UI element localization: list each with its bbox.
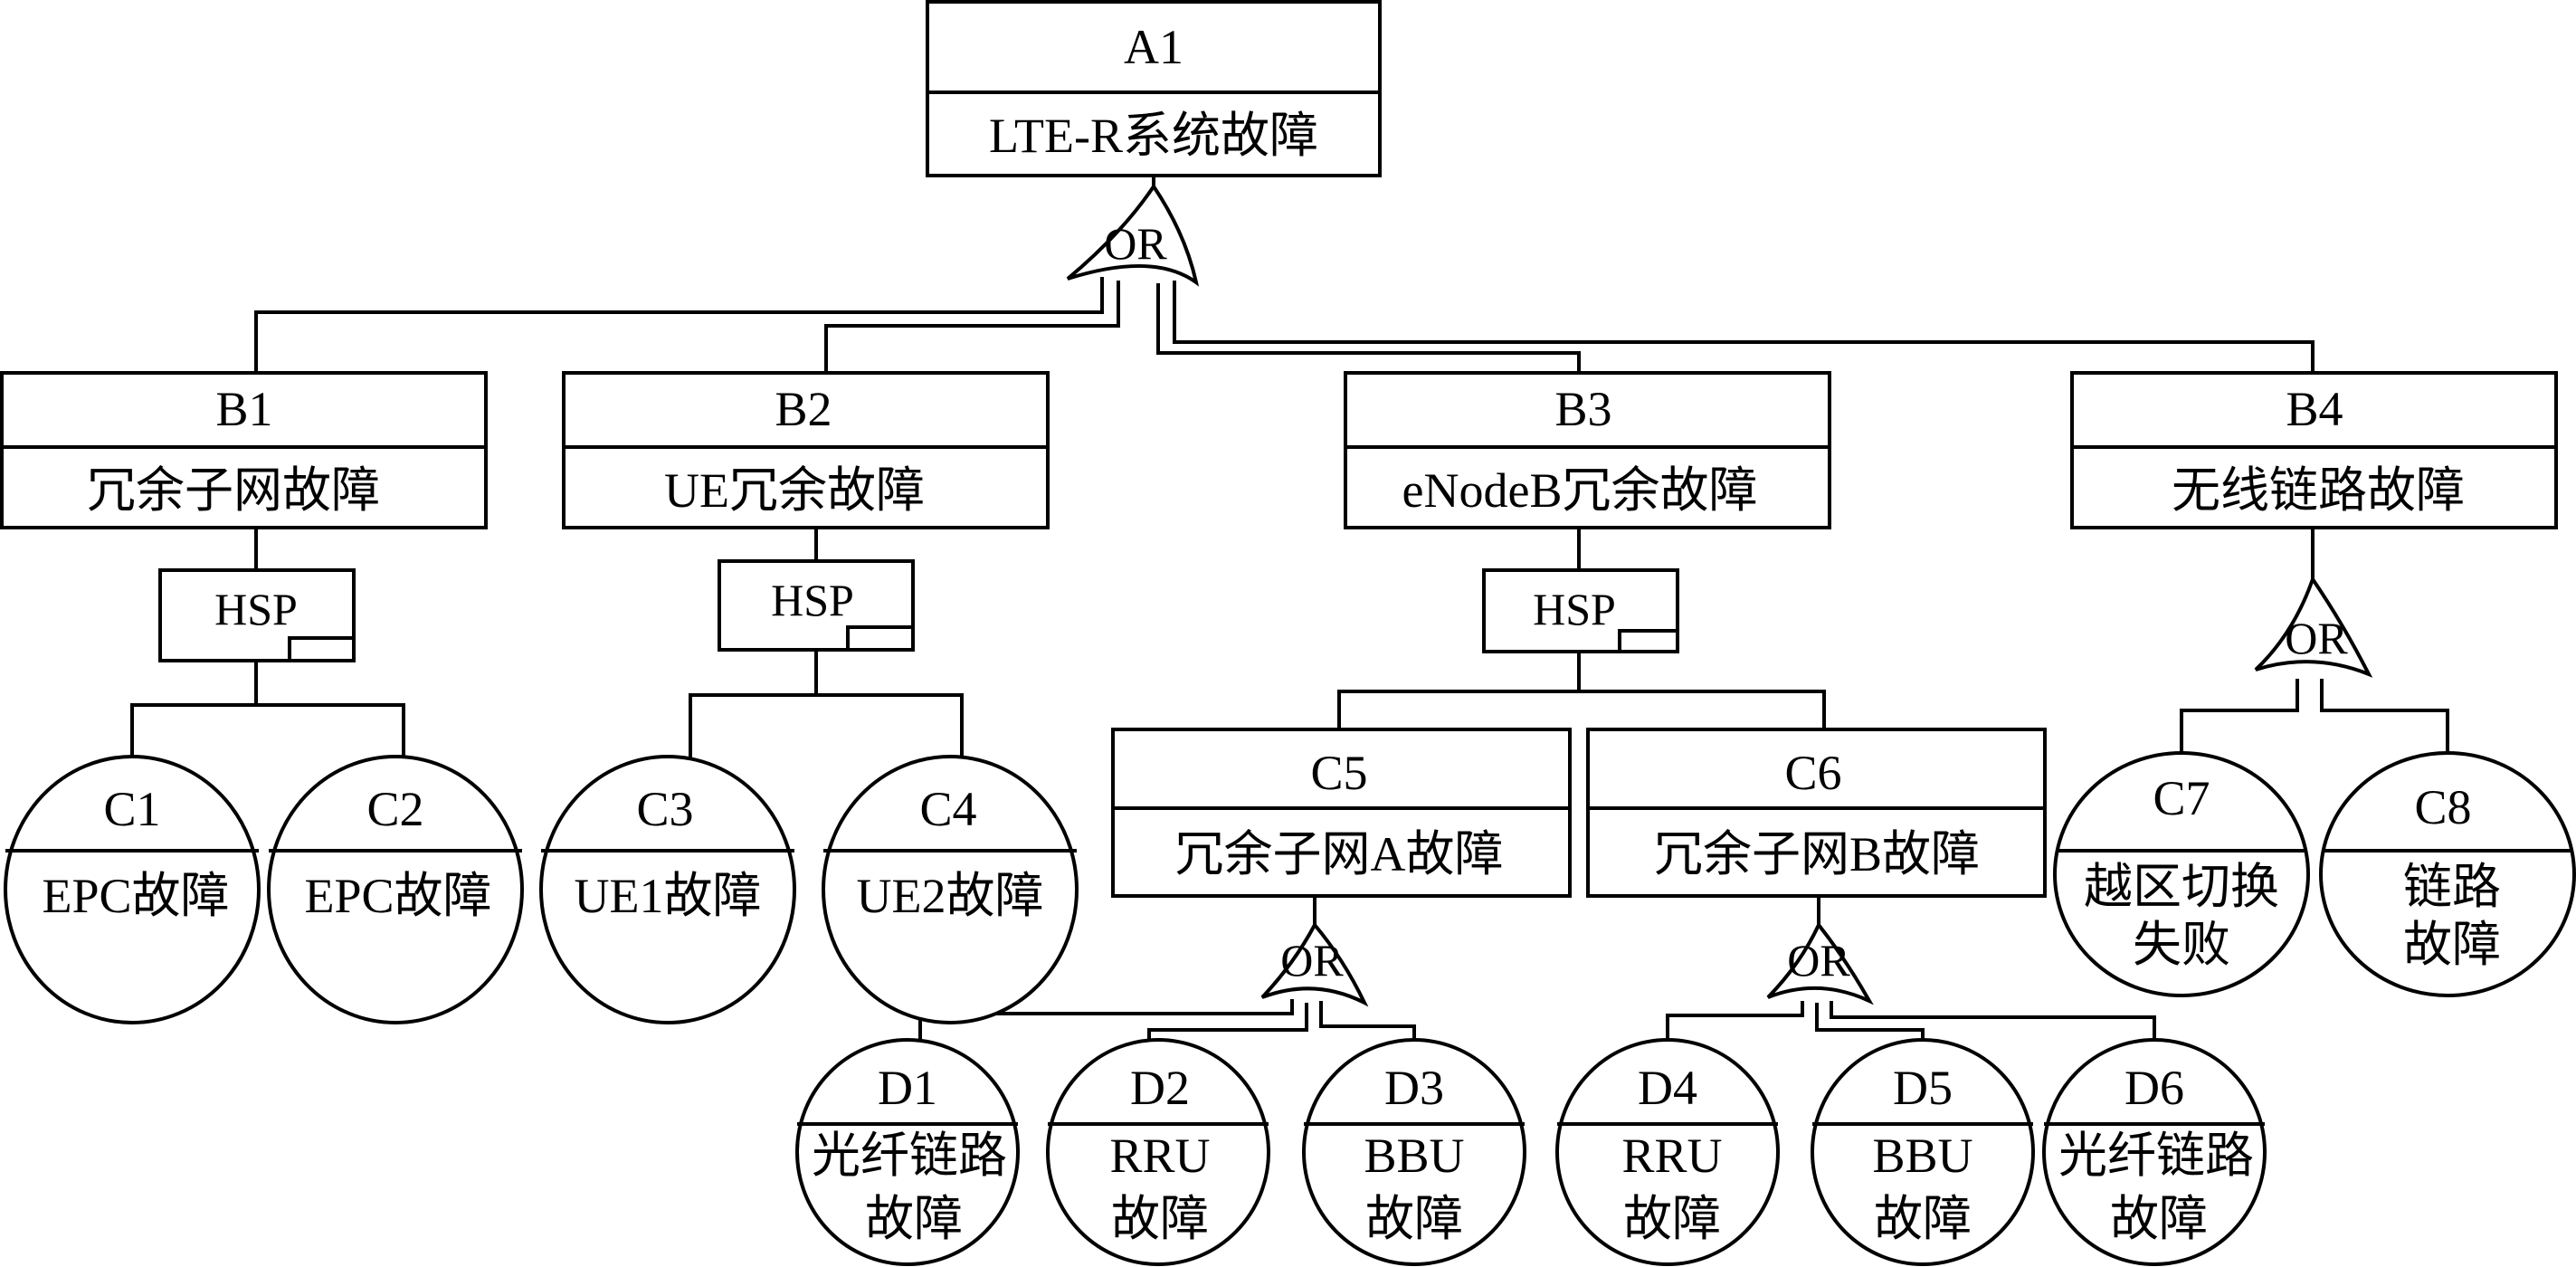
event-c1-id: C1 (103, 782, 160, 836)
event-d6: D6 光纤链路 故障 (2042, 1038, 2267, 1266)
event-b1: B1 冗余子网故障 (0, 371, 488, 529)
event-b4-id: B4 (2286, 382, 2343, 436)
event-c2: C2 EPC故障 (267, 755, 524, 1024)
event-c1: C1 EPC故障 (4, 755, 261, 1024)
event-d5-label-line1: BBU (1872, 1129, 1972, 1183)
hsp-gate-b2-label: HSP (771, 575, 854, 625)
event-d6-id: D6 (2124, 1061, 2184, 1115)
event-d2-label-line1: RRU (1109, 1129, 1210, 1183)
event-c3: C3 UE1故障 (539, 755, 796, 1024)
event-d5-label-line2: 故障 (1874, 1192, 1972, 1246)
event-c3-id: C3 (636, 782, 693, 836)
event-d5: D5 BBU 故障 (1811, 1038, 2035, 1266)
or-gate-c5: OR (1260, 921, 1369, 1007)
event-a1-id: A1 (1124, 20, 1183, 74)
event-d2: D2 RRU 故障 (1046, 1038, 1270, 1266)
event-d2-id: D2 (1130, 1061, 1190, 1115)
event-c6-id: C6 (1784, 746, 1841, 800)
or-gate-b4: OR (2254, 575, 2373, 678)
event-a1-label: LTE-R系统故障 (989, 109, 1318, 163)
event-d4-label-line1: RRU (1621, 1129, 1722, 1183)
event-c2-id: C2 (366, 782, 423, 836)
event-c7-label-line1: 越区切换 (2084, 860, 2279, 914)
event-a1: A1 LTE-R系统故障 (926, 0, 1382, 177)
event-c4: C4 UE2故障 (822, 755, 1079, 1024)
event-d4-label-line2: 故障 (1623, 1192, 1721, 1246)
event-c8-label-line2: 故障 (2403, 918, 2501, 972)
or-gate-a1: OR (1066, 183, 1200, 287)
event-d1-label-line2: 故障 (865, 1192, 963, 1246)
event-d3: D3 BBU 故障 (1302, 1038, 1526, 1266)
or-gate-a1-label: OR (1104, 218, 1167, 269)
event-d5-id: D5 (1893, 1061, 1953, 1115)
event-c7-label-line2: 失败 (2133, 918, 2230, 972)
event-d6-label-line2: 故障 (2110, 1192, 2208, 1246)
event-c2-label: EPC故障 (304, 869, 491, 923)
event-c3-label: UE1故障 (575, 869, 762, 923)
connector-lines (130, 174, 2449, 1047)
event-d3-id: D3 (1384, 1061, 1444, 1115)
event-b2-label: UE冗余故障 (664, 463, 925, 518)
event-c4-id: C4 (919, 782, 976, 836)
hsp-gate-b3: HSP (1482, 568, 1679, 653)
event-c5-id: C5 (1310, 746, 1367, 800)
event-c5-label: 冗余子网A故障 (1175, 827, 1504, 881)
event-c6-label: 冗余子网B故障 (1654, 827, 1980, 881)
event-b2-id: B2 (775, 382, 832, 436)
event-d3-label-line2: 故障 (1365, 1192, 1463, 1246)
event-c4-label: UE2故障 (857, 869, 1044, 923)
event-b3: B3 eNodeB冗余故障 (1344, 371, 1831, 529)
event-c8-label-line1: 链路 (2403, 860, 2501, 914)
event-b2: B2 UE冗余故障 (562, 371, 1050, 529)
hsp-gate-b3-label: HSP (1533, 584, 1616, 634)
event-d4-id: D4 (1638, 1061, 1697, 1115)
event-c5: C5 冗余子网A故障 (1111, 728, 1572, 898)
event-d1-label-line1: 光纤链路 (812, 1129, 1007, 1183)
event-c1-label: EPC故障 (42, 869, 229, 923)
event-d3-label-line1: BBU (1364, 1129, 1464, 1183)
event-d2-label-line2: 故障 (1111, 1192, 1209, 1246)
event-d1-id: D1 (878, 1061, 937, 1115)
event-d1: D1 光纤链路 故障 (795, 1038, 1020, 1266)
event-c8-id: C8 (2414, 780, 2471, 834)
event-c7: C7 越区切换 失败 (2053, 751, 2310, 997)
hsp-gate-b1-label: HSP (214, 584, 298, 634)
gates: OR HSP HSP HSP OR OR (158, 183, 2373, 1007)
event-b3-label: eNodeB冗余故障 (1402, 463, 1758, 518)
or-gate-c6: OR (1766, 921, 1874, 1005)
event-d6-label-line1: 光纤链路 (2058, 1129, 2254, 1183)
event-b4-label: 无线链路故障 (2172, 463, 2465, 518)
event-c7-id: C7 (2153, 771, 2210, 825)
or-gate-c6-label: OR (1787, 935, 1850, 986)
event-b1-id: B1 (215, 382, 272, 436)
or-gate-c5-label: OR (1280, 935, 1344, 986)
event-b3-id: B3 (1554, 382, 1611, 436)
event-c8: C8 链路 故障 (2319, 751, 2576, 997)
event-b4: B4 无线链路故障 (2070, 371, 2558, 529)
event-b1-label: 冗余子网故障 (87, 463, 380, 518)
event-c6: C6 冗余子网B故障 (1586, 728, 2047, 898)
or-gate-b4-label: OR (2285, 613, 2348, 663)
event-d4: D4 RRU 故障 (1555, 1038, 1780, 1266)
hsp-gate-b1: HSP (158, 568, 356, 662)
hsp-gate-b2: HSP (718, 559, 915, 652)
